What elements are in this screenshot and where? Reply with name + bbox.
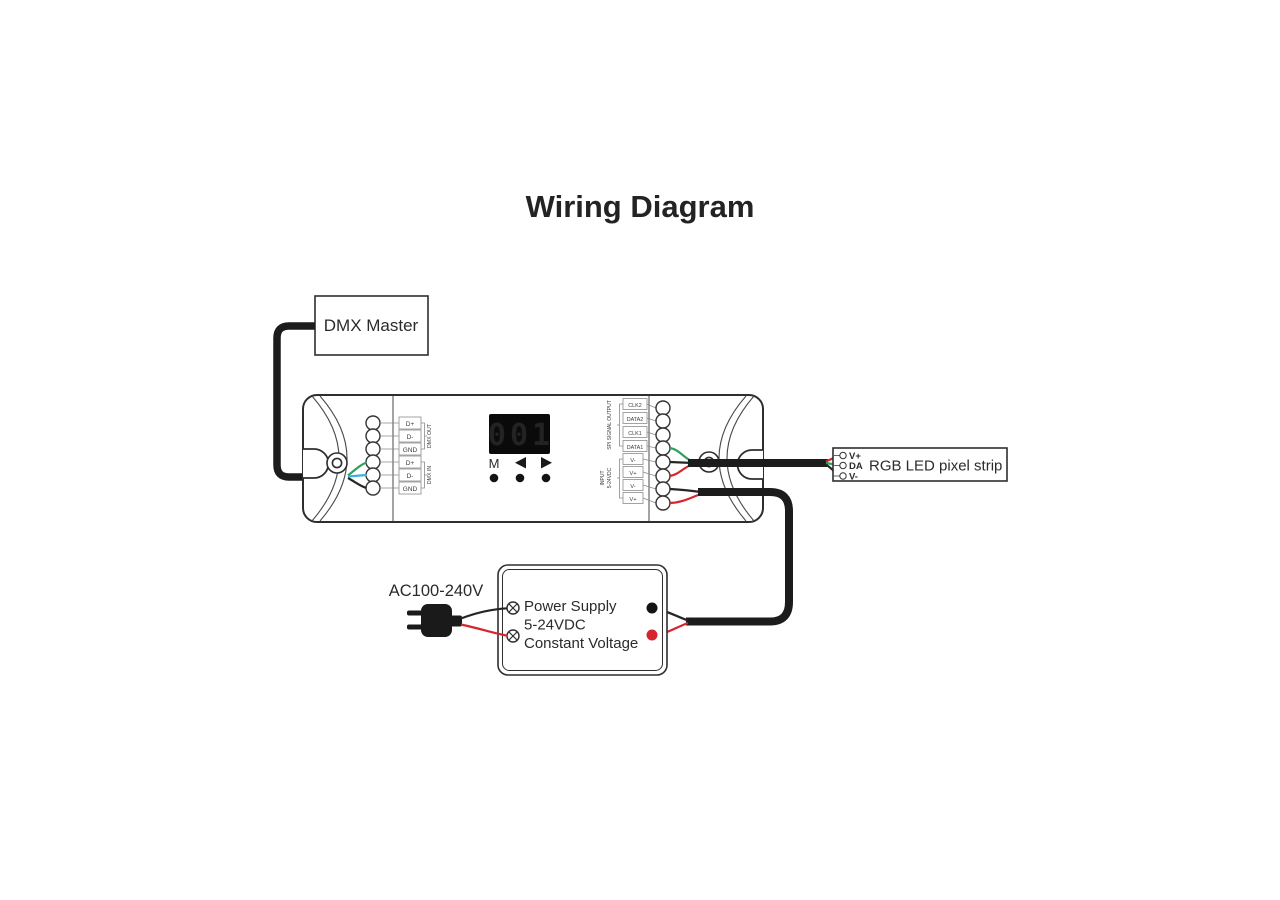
power-supply-box: Power Supply 5-24VDC Constant Voltage [497, 564, 668, 676]
left-cap-seam [319, 395, 348, 522]
terminal-circle [365, 415, 381, 431]
menu-button-dot [489, 473, 499, 483]
ac-terminal-top-icon [506, 601, 520, 615]
left-arrow-icon [515, 457, 526, 469]
dmx-dplus-wire [347, 461, 367, 477]
left-button-dot [515, 473, 525, 483]
controller: D+ D- GND D+ D- GND DMX OUT DMX IN 001 M [302, 394, 764, 523]
strip-terminal-circle [839, 451, 847, 460]
terminal-circle [655, 440, 671, 456]
port-label: DATA1 [627, 445, 644, 451]
output-terminals [655, 400, 671, 511]
power-plug-icon [407, 604, 462, 637]
terminal-circle [655, 495, 671, 511]
led-strip-box: V+ DA V- RGB LED pixel strip [832, 447, 1008, 483]
port-label: D- [407, 473, 414, 480]
psu-label-line1: Power Supply [524, 598, 617, 615]
port-label: CLK1 [628, 431, 642, 437]
dmx-port-labels: D+ D- GND D+ D- GND [398, 416, 422, 495]
port-label: D+ [406, 460, 415, 467]
port-label: DATA2 [627, 417, 644, 423]
strip-data-label: DA [849, 461, 863, 472]
dmx-in-bracket [421, 461, 427, 489]
dmx-terminals [365, 415, 381, 496]
ac-black-wire [460, 607, 508, 620]
left-screw-icon [326, 452, 348, 474]
dmx-input-wires [347, 461, 367, 490]
spi-label-leaders [642, 403, 657, 504]
dc-output-negative-dot [646, 602, 658, 614]
dc-output-positive-dot [646, 629, 658, 641]
led-strip-outline [832, 447, 1008, 482]
spi-bracket [617, 403, 623, 447]
dmx-master-outline [314, 295, 429, 356]
port-label: V+ [629, 471, 637, 477]
terminal-circle [365, 428, 381, 444]
right-cap-seam-inner [726, 395, 755, 522]
psu-outline-inner [502, 569, 663, 671]
psu-cable [686, 488, 793, 626]
dmx-dminus-wire [347, 473, 367, 478]
psu-label-line3: Constant Voltage [524, 635, 638, 652]
ac-terminal-bottom-icon [506, 629, 520, 643]
terminal-circle [655, 468, 671, 484]
dmx-out-bracket [421, 422, 427, 450]
port-label: D- [407, 434, 414, 441]
terminal-circle [655, 481, 671, 497]
ac-red-wire [460, 623, 508, 637]
seven-segment-display: 001 [488, 414, 554, 454]
menu-button-label: M [489, 456, 500, 471]
dmx-out-group-label: DMX OUT [427, 423, 433, 448]
led-strip-label: RGB LED pixel strip [869, 458, 1002, 475]
power-input-group-label-line1: INPUT [600, 471, 606, 486]
port-label: GND [403, 486, 418, 493]
display-value: 001 [488, 418, 554, 453]
right-cap-seam [718, 395, 747, 522]
strip-vminus-label: V- [849, 472, 858, 483]
spi-group-label: SPI SIGNAL OUTPUT [607, 400, 613, 450]
strip-terminal-circle [839, 461, 847, 470]
psu-outline-outer [497, 564, 668, 676]
terminal-circle [655, 427, 671, 443]
terminal-circle [655, 413, 671, 429]
page-title: Wiring Diagram [526, 189, 755, 224]
port-label: V- [630, 484, 636, 490]
terminal-circle [365, 467, 381, 483]
dmx-master-label: DMX Master [324, 316, 419, 335]
right-button-dot [541, 473, 551, 483]
ac-plug: AC100-240V [389, 582, 508, 637]
dmx-cable [273, 322, 349, 481]
terminal-circle [365, 441, 381, 457]
power-input-bracket [617, 458, 623, 499]
terminal-circle [655, 454, 671, 470]
display-bezel [489, 414, 550, 454]
right-arrow-icon [541, 457, 552, 469]
ac-voltage-label: AC100-240V [389, 582, 483, 600]
dmx-gnd-wire [347, 477, 367, 490]
dmx-master-box: DMX Master [314, 295, 429, 356]
strip-vplus-label: V+ [849, 451, 861, 462]
port-label: D+ [406, 421, 415, 428]
terminal-circle [655, 400, 671, 416]
port-label: V+ [629, 497, 637, 503]
port-label: GND [403, 447, 418, 454]
left-cable-notch [303, 448, 330, 479]
terminal-circle [365, 454, 381, 470]
power-input-group-label-line2: 5-24VDC [607, 467, 613, 488]
dmx-in-group-label: DMX IN [427, 466, 433, 484]
psu-label-line2: 5-24VDC [524, 617, 586, 634]
dmx-label-leaders [380, 422, 399, 489]
port-label: CLK2 [628, 403, 642, 409]
port-label: V- [630, 458, 636, 464]
strip-terminal-circle [839, 472, 847, 480]
terminal-circle [365, 480, 381, 496]
